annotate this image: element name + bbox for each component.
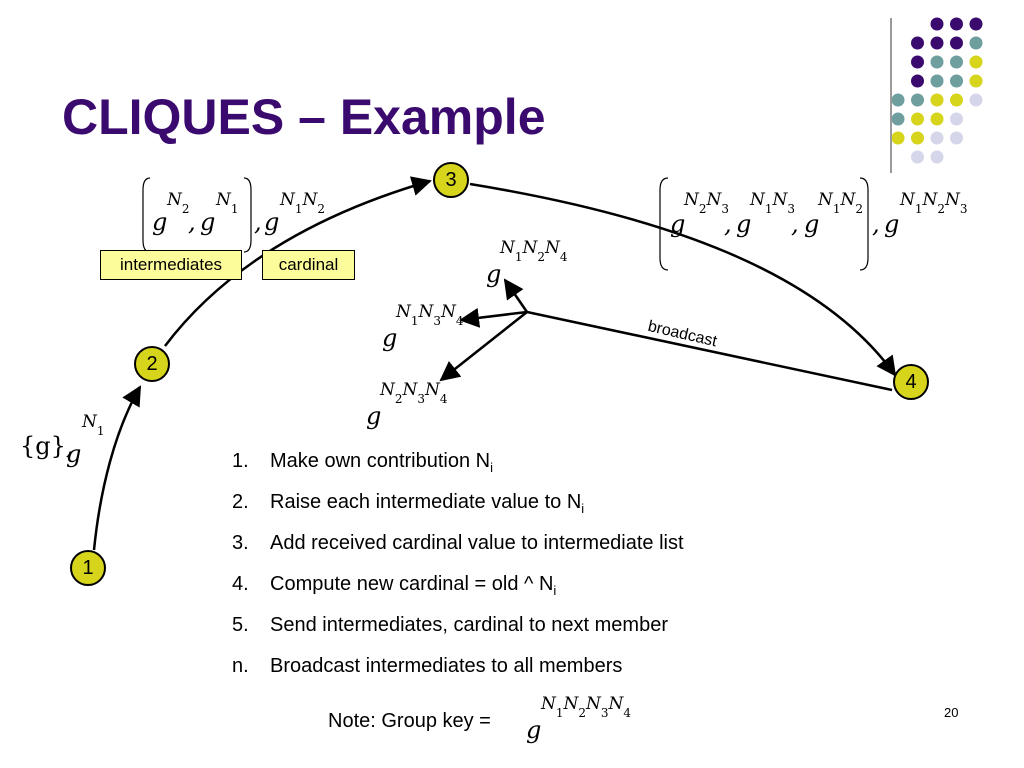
decorative-dot: [911, 112, 924, 126]
node1-cardinal-g: g: [66, 440, 82, 468]
node4-int2-exp: N1N3: [750, 190, 796, 216]
node3-comma-2: ,: [254, 208, 262, 236]
node4-int1-g: g: [670, 210, 686, 238]
node4-int1-exp: N2N3: [684, 190, 730, 216]
decorative-dot: [891, 131, 905, 145]
decorative-dot: [930, 17, 944, 31]
decorative-dot: [891, 93, 905, 107]
node-2: 2: [134, 346, 170, 382]
node1-cardinal-exp: N1: [82, 412, 105, 438]
steps-list: 1.Make own contribution Ni 2.Raise each …: [232, 450, 684, 696]
step-item: 4.Compute new cardinal = old ^ Ni: [232, 573, 557, 598]
intermediates-label: intermediates: [100, 250, 242, 280]
decorative-dot: [950, 36, 963, 50]
decorative-dot: [911, 150, 924, 164]
group-key-g: g: [526, 716, 542, 744]
node-1: 1: [70, 550, 106, 586]
bracket-left: [659, 177, 669, 271]
edge-2-to-3: [164, 176, 432, 347]
node-3: 3: [433, 162, 469, 198]
node3-int1-g: g: [152, 208, 168, 236]
bracket-right: [859, 177, 869, 271]
decorative-dot: [911, 131, 924, 145]
bracket-right-small: [243, 177, 252, 253]
decorative-dot: [969, 36, 983, 50]
node4-cardinal-exp: N1N2N3: [900, 190, 968, 216]
broadcast-arrow-a: [503, 278, 529, 313]
broadcast-val-c-exp: N2N3N4: [380, 380, 448, 406]
edge-1-to-2: [92, 385, 142, 551]
node4-int2-g: g: [736, 210, 752, 238]
node4-int3-g: g: [804, 210, 820, 238]
node3-int2-exp: N1: [216, 190, 239, 216]
decorative-dot: [969, 55, 983, 69]
cardinal-label: cardinal: [262, 250, 355, 280]
node4-cardinal-g: g: [884, 210, 900, 238]
decorative-dot: [930, 131, 944, 145]
node4-comma-1: ,: [724, 210, 732, 238]
slide-title: CLIQUES – Example: [62, 89, 546, 145]
decorative-dot: [891, 112, 905, 126]
step-item: 2.Raise each intermediate value to Ni: [232, 491, 585, 516]
decorative-dot: [950, 55, 963, 69]
decorative-dot: [950, 17, 963, 31]
decorative-dot: [911, 93, 924, 107]
decorative-dot: [950, 131, 963, 145]
edge-3-to-4: [469, 182, 897, 377]
decorative-dot: [969, 17, 983, 31]
node-4: 4: [893, 364, 929, 400]
node4-comma-3: ,: [872, 210, 880, 238]
decorative-dot: [911, 36, 924, 50]
node3-cardinal-g: g: [264, 208, 280, 236]
edge-4-to-hub: [526, 310, 893, 392]
broadcast-val-b-g: g: [382, 324, 398, 352]
decorative-dot: [911, 74, 924, 88]
node4-comma-2: ,: [791, 210, 799, 238]
decorative-dot-grid: [891, 17, 983, 164]
broadcast-val-a-g: g: [486, 260, 502, 288]
decorative-dot: [969, 93, 983, 107]
broadcast-val-a-exp: N1N2N4: [500, 238, 568, 264]
group-key-exp: N1N2N3N4: [541, 694, 632, 720]
decorative-dot: [930, 36, 944, 50]
decorative-dot: [930, 74, 944, 88]
node4-int3-exp: N1N2: [818, 190, 864, 216]
step-item: 5.Send intermediates, cardinal to next m…: [232, 614, 668, 636]
node3-comma-1: ,: [188, 208, 196, 236]
decorative-dot: [950, 74, 963, 88]
group-key-note: Note: Group key =: [328, 710, 491, 732]
decorative-dot: [950, 93, 963, 107]
broadcast-arrow-c: [439, 311, 528, 382]
step-item: n.Broadcast intermediates to all members: [232, 655, 623, 677]
page-number: 20: [944, 705, 959, 720]
step-item: 3.Add received cardinal value to interme…: [232, 532, 684, 554]
node3-cardinal-exp: N1N2: [280, 190, 326, 216]
decorative-dot: [950, 112, 963, 126]
bracket-left-small: [142, 177, 151, 253]
decorative-divider: [890, 18, 892, 173]
decorative-dot: [930, 112, 944, 126]
node1-math: {g},: [20, 432, 74, 460]
broadcast-arrow-b: [459, 307, 528, 328]
decorative-dot: [930, 93, 944, 107]
broadcast-val-c-g: g: [366, 402, 382, 430]
step-item: 1.Make own contribution Ni: [232, 450, 493, 475]
node3-int2-g: g: [200, 208, 216, 236]
decorative-dot: [969, 74, 983, 88]
node3-int1-exp: N2: [167, 190, 190, 216]
decorative-dot: [911, 55, 924, 69]
broadcast-val-b-exp: N1N3N4: [396, 302, 464, 328]
decorative-dot: [930, 55, 944, 69]
decorative-dot: [930, 150, 944, 164]
